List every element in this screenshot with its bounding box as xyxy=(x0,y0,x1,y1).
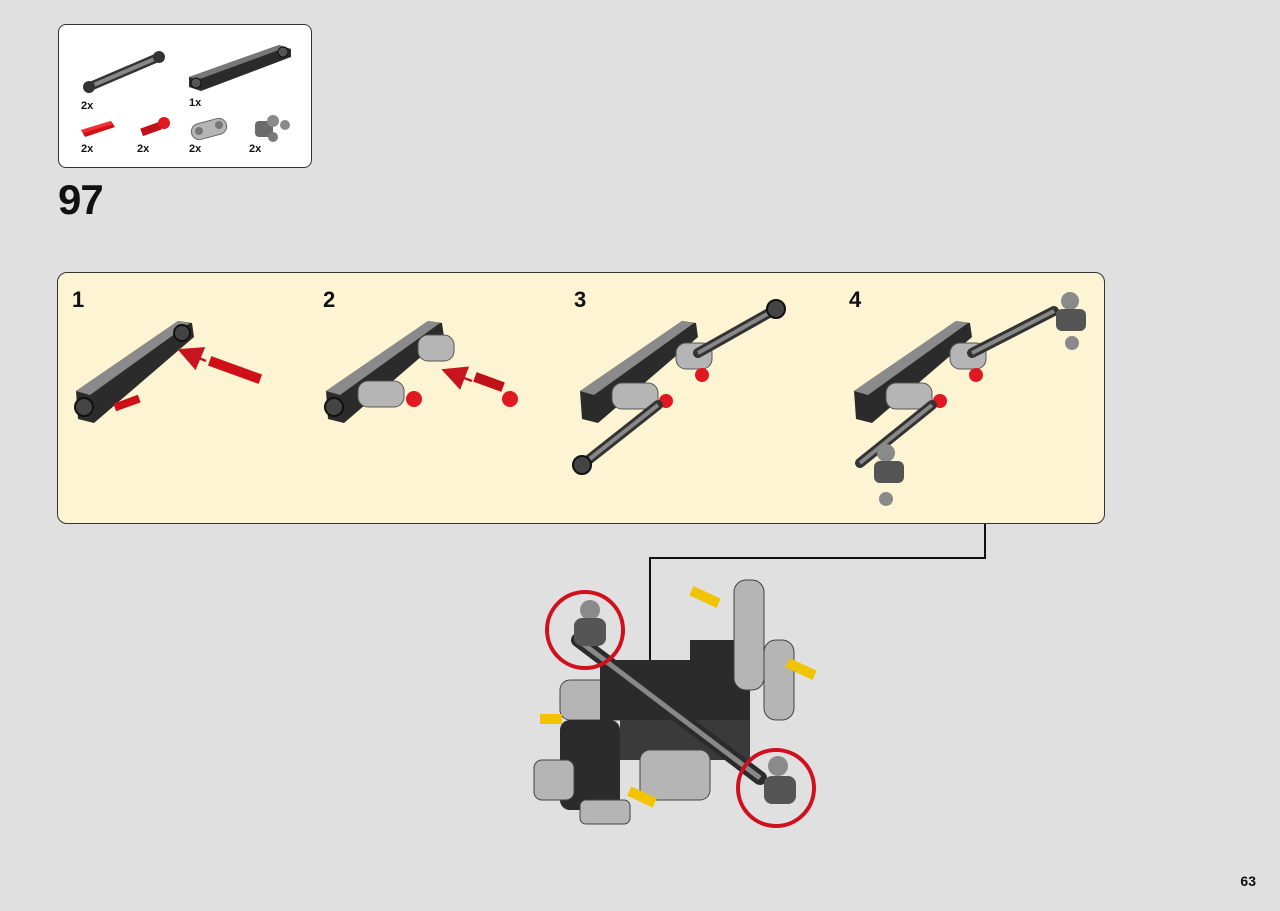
gray-link-3l-icon xyxy=(83,51,165,93)
parts-list-box: 2x 1x 2x 2x 2x 2x xyxy=(58,24,312,168)
substep-3-illustration xyxy=(572,299,786,475)
part-qty: 1x xyxy=(189,97,202,109)
red-axle-icon xyxy=(81,121,115,137)
substep-number: 3 xyxy=(574,287,587,312)
dark-gray-ball-joint-icon xyxy=(255,115,290,142)
highlight-circle xyxy=(545,590,625,670)
part-qty: 2x xyxy=(137,143,150,155)
substep-number: 4 xyxy=(849,287,862,312)
substep-illustrations xyxy=(74,292,1086,506)
red-ball-pin-icon xyxy=(140,117,170,137)
assembly-model xyxy=(533,579,817,825)
step-number: 97 xyxy=(58,176,104,223)
part-qty: 2x xyxy=(249,143,262,155)
substep-1-illustration xyxy=(74,321,263,423)
part-qty: 2x xyxy=(81,100,94,112)
highlight-circle xyxy=(736,748,816,828)
substep-number: 1 xyxy=(72,287,85,312)
substep-number: 2 xyxy=(323,287,336,312)
light-gray-connector-icon xyxy=(190,117,228,141)
subassembly-panel: 1 2 3 4 xyxy=(57,272,1105,524)
part-qty: 2x xyxy=(189,143,202,155)
substep-4-illustration xyxy=(854,292,1086,506)
part-qty: 2x xyxy=(81,143,94,155)
substep-2-illustration xyxy=(324,321,518,423)
callout-connector-arrow xyxy=(638,524,986,700)
parts-illustrations xyxy=(81,45,291,142)
black-gear-rack-beam-icon xyxy=(189,45,291,91)
page-number: 63 xyxy=(1240,873,1256,889)
